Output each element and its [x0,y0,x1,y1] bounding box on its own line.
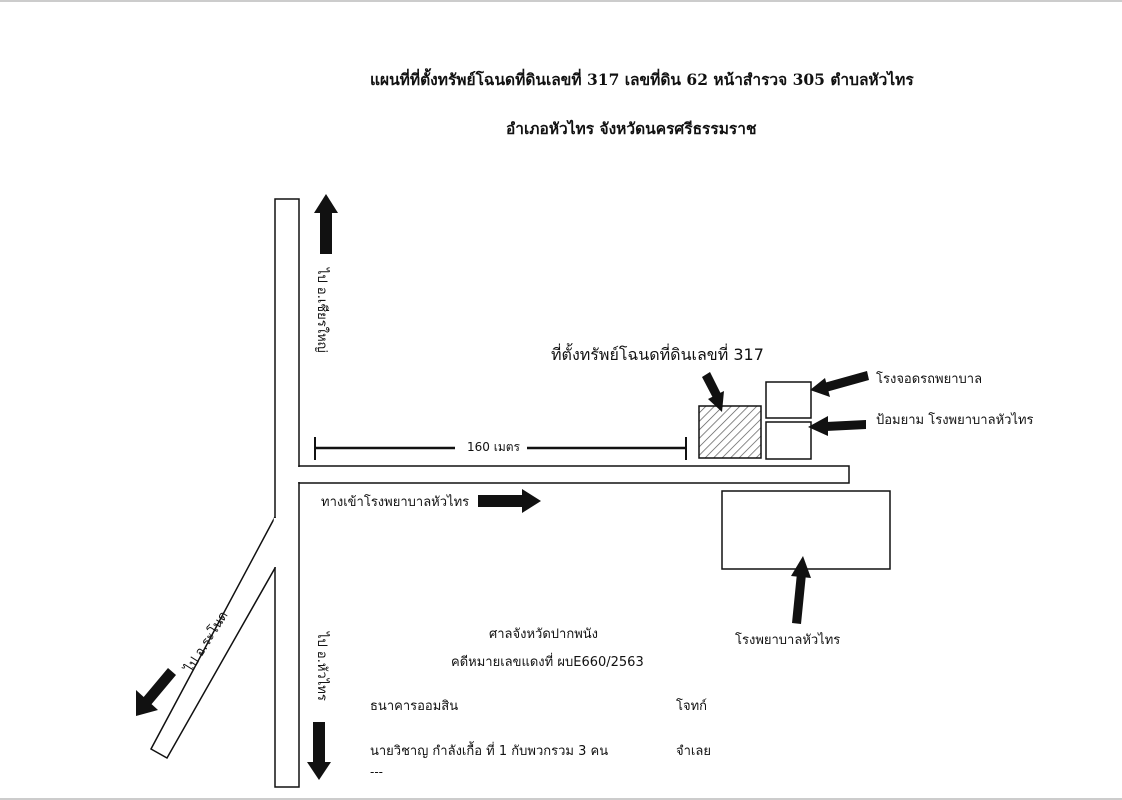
case-number: คดีหมายเลขแดงที่ ผบE660/2563 [451,655,644,670]
entrance-road [298,465,850,484]
arrow-garage-icon [810,371,869,397]
garage-building [765,381,812,419]
property-parcel [698,405,762,459]
arrow-entrance-icon [478,489,541,513]
arrow-north-icon [314,194,338,254]
hospital-building [721,490,891,570]
hospital-label: โรงพยาบาลหัวไทร [735,633,841,648]
site-label: ที่ตั้งทรัพย์โฉนดที่ดินเลขที่ 317 [551,345,764,364]
plaintiff-role: โจทก์ [676,699,708,714]
arrow-hospital-icon [791,556,811,624]
arrow-southwest-icon [136,668,176,716]
guard-building [765,421,812,460]
road-label-south: ไป อ.หัวไทร [314,632,329,701]
garage-label: โรงจอดรถพยาบาล [876,372,983,387]
title-line-2: อำเภอหัวไทร จังหวัดนครศรีธรรมราช [506,119,757,138]
trailing-marks: --- [370,765,383,779]
road-label-north: ไป อ.เชียรใหญ่ [314,268,329,353]
plaintiff-name: ธนาคารออมสิน [370,699,459,714]
defendant-role: จำเลย [676,744,711,759]
arrow-south-icon [307,722,331,780]
arrow-site-icon [702,372,724,412]
title-line-1: แผนที่ที่ตั้งทรัพย์โฉนดที่ดินเลขที่ 317 … [370,70,914,89]
defendant-name: นายวิชาญ กำลังเกื้อ ที่ 1 กับพวกรวม 3 คน [370,744,609,759]
distance-label: 160 เมตร [467,440,520,454]
court-name: ศาลจังหวัดปากพนัง [489,627,599,642]
guard-label: ป้อมยาม โรงพยาบาลหัวไทร [876,413,1034,428]
main-road [274,198,300,788]
entrance-label: ทางเข้าโรงพยาบาลหัวไทร [321,495,470,510]
arrow-guard-icon [808,416,866,436]
distance-dimension [314,437,687,460]
